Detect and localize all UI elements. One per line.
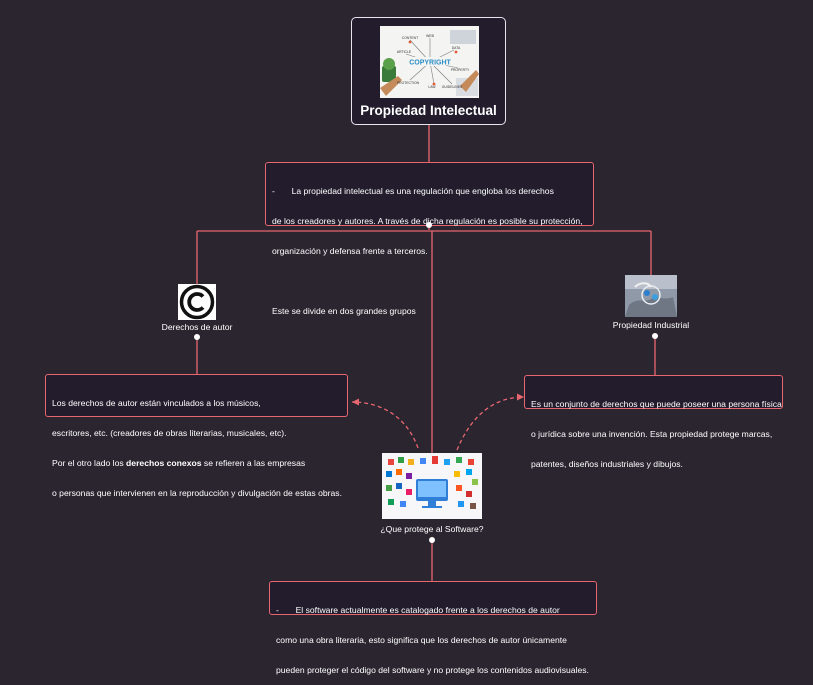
arrow-head-right: [517, 393, 524, 401]
copyright-node-label[interactable]: Derechos de autor: [161, 322, 233, 332]
intro-line: organización y defensa frente a terceros…: [272, 246, 428, 256]
dashed-link-software-copyright: [351, 401, 419, 449]
copyright-line: escritores, etc. (creadores de obras lit…: [52, 428, 287, 438]
image-word-copyright: COPYRIGHT: [409, 60, 451, 67]
intro-line: Este se divide en dos grandes grupos: [272, 306, 416, 316]
image-word: ARTICLE: [397, 50, 412, 54]
industrial-line: o jurídica sobre una invención. Esta pro…: [531, 429, 773, 439]
software-line: como una obra literaria, esto significa …: [276, 635, 567, 645]
image-word: GUIDELINES: [442, 85, 463, 89]
intro-box[interactable]: - La propiedad intelectual es una regula…: [265, 162, 594, 316]
industrial-line: Es un conjunto de derechos que puede pos…: [531, 399, 782, 409]
software-box[interactable]: - El software actualmente es catalogado …: [269, 581, 597, 675]
collapse-handle[interactable]: [652, 333, 658, 339]
arrow-head-left: [352, 398, 359, 406]
image-word: CONTENT: [402, 36, 418, 40]
image-word: DATA: [452, 46, 461, 50]
copyright-line: Por el otro lado los derechos conexos se…: [52, 458, 306, 468]
intro-line: de los creadores y autores. A través de …: [272, 216, 583, 226]
software-line: - El software actualmente es catalogado …: [276, 605, 560, 615]
image-word: PROTECTION: [397, 81, 420, 85]
copyright-symbol-icon: [178, 284, 216, 320]
software-line: pueden proteger el código del software y…: [276, 665, 589, 675]
dashed-link-software-industrial: [456, 396, 525, 451]
patent-hand-icon: [625, 275, 677, 317]
collapse-handle[interactable]: [429, 537, 435, 543]
image-word: LAW: [428, 85, 436, 89]
industrial-node-label[interactable]: Propiedad Industrial: [612, 320, 690, 330]
copyright-line: o personas que intervienen en la reprodu…: [52, 488, 342, 498]
image-word: PROPERTY: [451, 68, 470, 72]
industrial-box[interactable]: Es un conjunto de derechos que puede pos…: [524, 375, 783, 469]
connector-lines: [196, 125, 656, 581]
copyright-box[interactable]: Los derechos de autor están vinculados a…: [45, 374, 348, 498]
copyright-line: Los derechos de autor están vinculados a…: [52, 398, 261, 408]
industrial-line: patentes, diseños industriales y dibujos…: [531, 459, 683, 469]
copyright-illustration: COPYRIGHT CONTENT WEB DATA ARTICLE PROPE…: [380, 26, 479, 98]
root-node[interactable]: COPYRIGHT CONTENT WEB DATA ARTICLE PROPE…: [351, 17, 506, 125]
intro-line: - La propiedad intelectual es una regula…: [272, 186, 554, 196]
image-word: WEB: [426, 34, 434, 38]
root-title: Propiedad Intelectual: [360, 103, 497, 118]
software-apps-icon: [382, 453, 482, 519]
software-node-label[interactable]: ¿Que protege al Software?: [380, 524, 484, 534]
collapse-handle[interactable]: [426, 222, 432, 228]
collapse-handle[interactable]: [194, 334, 200, 340]
